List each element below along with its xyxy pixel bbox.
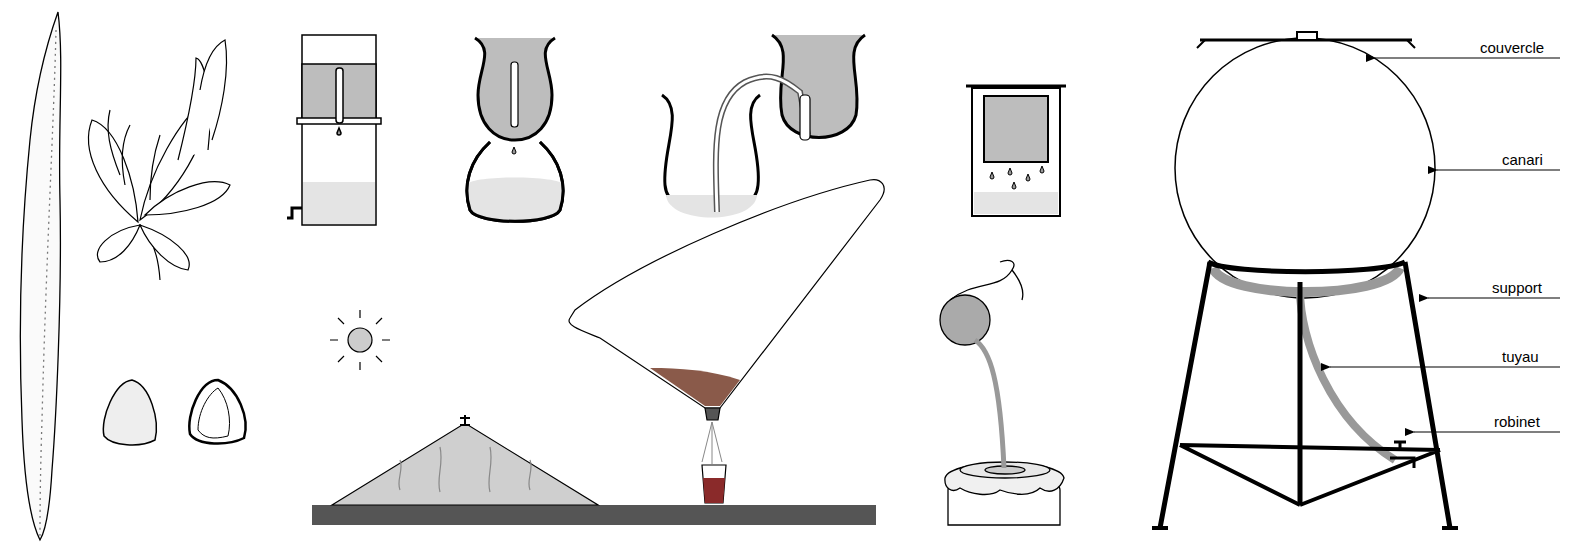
moringa-flower [89,40,230,280]
part-label: couvercle [1480,39,1544,56]
candle-filter [287,35,381,225]
part-label: canari [1502,151,1543,168]
part-label: robinet [1494,413,1540,430]
solar-still [312,180,884,525]
leader-lines [1330,58,1560,432]
part-label: support [1492,279,1542,296]
moringa-pod [20,12,60,540]
moringa-seeds [103,380,245,445]
cloth-filtering [940,260,1064,525]
basket-filter [966,86,1066,216]
part-label: tuyau [1502,348,1539,365]
stacked-pot-filter [466,38,564,221]
canari-filter [1152,32,1458,528]
